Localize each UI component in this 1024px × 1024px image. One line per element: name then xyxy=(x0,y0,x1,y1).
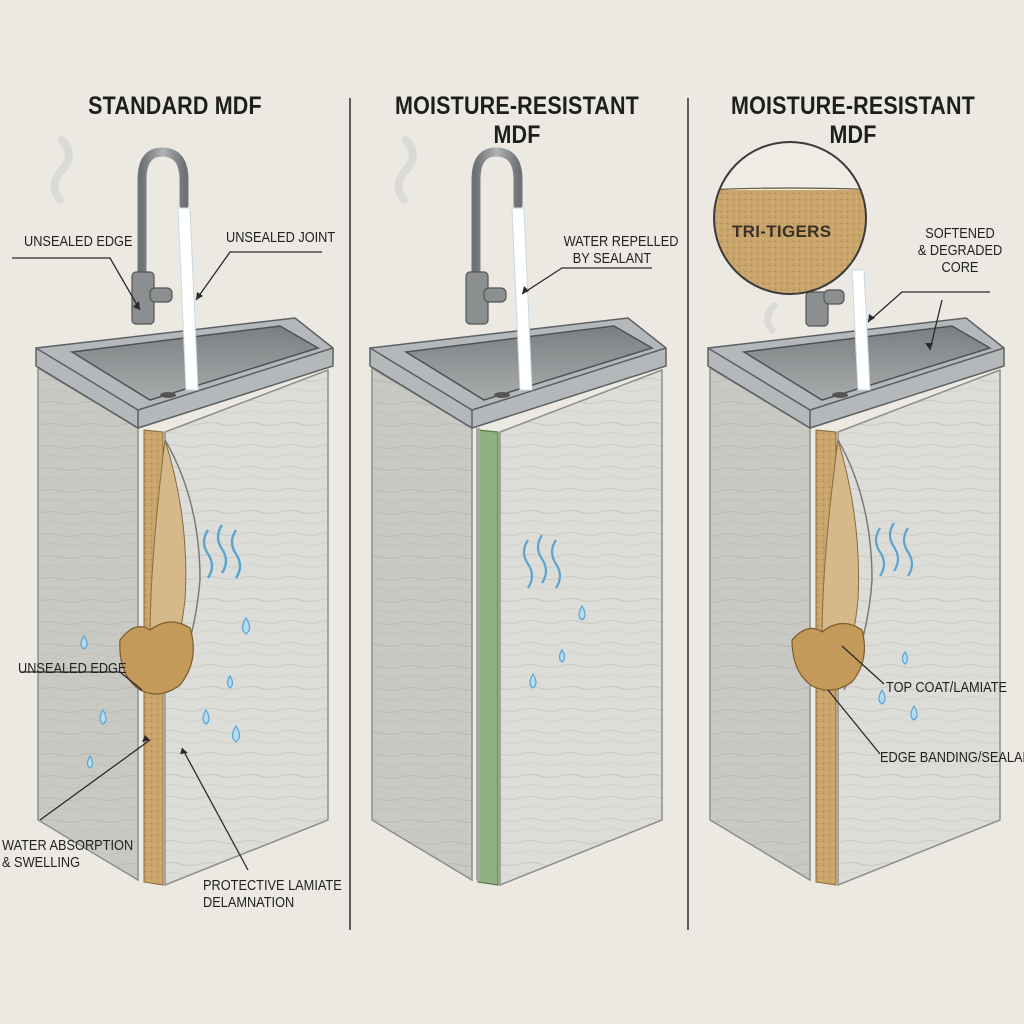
label-top-coat: TOP COAT/LAMIATE xyxy=(886,680,1008,696)
cabinet-moisture-resistant-mdf-1 xyxy=(369,136,667,887)
label-softened-core: SOFTENED & DEGRADED CORE xyxy=(917,226,1003,276)
cabinet-standard-mdf xyxy=(35,136,334,887)
label-water-repelled: WATER REPELLED BY SEALANT xyxy=(563,234,679,267)
label-unsealed-edge-top: UNSEALED EDGE xyxy=(24,234,133,250)
label-unsealed-joint: UNSEALED JOINT xyxy=(226,230,336,246)
panel-title-moisture-resistant-mdf-2: MOISTURE-RESISTANT MDF xyxy=(731,92,975,149)
water-droplets xyxy=(80,604,918,769)
panel-title-standard-mdf: STANDARD MDF xyxy=(88,92,262,120)
brand-logo: TRI-TIGERS xyxy=(732,222,832,241)
label-water-absorption: WATER ABSORPTION & SWELLING xyxy=(2,838,134,871)
label-edge-banding: EDGE BANDING/SEALANT xyxy=(880,750,1024,766)
leader-lines xyxy=(12,251,990,871)
panel-title-moisture-resistant-mdf-1: MOISTURE-RESISTANT MDF xyxy=(395,92,639,149)
cabinet-moisture-resistant-mdf-2 xyxy=(707,141,1005,887)
label-laminate-delamination: PROTECTIVE LAMIATE DELAMNATION xyxy=(203,878,342,911)
leader-arrowheads xyxy=(133,286,933,754)
label-unsealed-edge-side: UNSEALED EDGE xyxy=(18,661,127,677)
